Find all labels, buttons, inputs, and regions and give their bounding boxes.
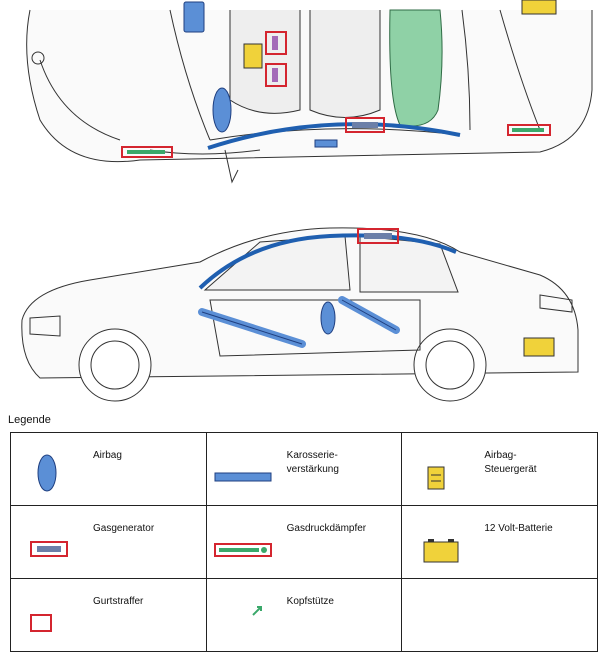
legend-cell-airbag: Airbag — [10, 432, 207, 506]
legend-cell-batterie: 12 Volt-Batterie — [401, 505, 598, 579]
vehicle-rescue-diagram — [21, 0, 593, 402]
legend-cell-row3a: Gurtstraffer — [10, 578, 207, 652]
battery-icon — [423, 539, 459, 563]
legend-cell-gasdruck: Gasdruckdämpfer — [205, 505, 403, 579]
legend-label-steuergeraet: Airbag- Steuergerät — [484, 450, 537, 475]
control-unit-icon — [427, 466, 445, 490]
car-side-view — [21, 227, 579, 402]
legend-cell-karosserie: Karosserie- verstärkung — [205, 432, 403, 506]
legend-label-gasdruck: Gasdruckdämpfer — [286, 523, 367, 534]
belt-tensioner-top-2 — [265, 63, 287, 87]
reinforcement-icon — [214, 472, 272, 482]
legend-label-row3a: Gurtstraffer — [93, 596, 144, 607]
gas-generator-icon — [30, 541, 68, 557]
legend-cell-steuergeraet: Airbag- Steuergerät — [401, 432, 598, 506]
damper-top-right — [507, 124, 551, 136]
legend-table: Airbag Karosserie- verstärkung Airbag- S… — [10, 432, 598, 652]
legend-label-karosserie: Karosserie- verstärkung — [286, 450, 339, 475]
airbag-icon — [37, 454, 57, 492]
legend-cell-gasgenerator: Gasgenerator — [10, 505, 207, 579]
damper-top-left — [121, 146, 173, 158]
gas-damper-icon — [213, 543, 272, 557]
car-top-view — [26, 9, 593, 184]
roof-reinforcement-top — [183, 1, 205, 33]
legend-cell-empty — [401, 578, 598, 652]
rear-seat-airbag-shape — [389, 9, 443, 127]
side-reinforcement-top — [207, 122, 461, 150]
legend-label-batterie: 12 Volt-Batterie — [484, 523, 553, 534]
generator-top-1 — [345, 117, 385, 133]
legend-title: Legende — [8, 414, 51, 426]
side-generator-roof — [357, 228, 399, 244]
side-roof-reinforcement — [198, 233, 457, 290]
legend-label-row3b: Kopfstütze — [286, 596, 334, 607]
battery-top — [521, 0, 557, 15]
front-airbag-top — [212, 87, 232, 133]
control-unit-top — [243, 43, 263, 69]
small-reinforcement-top — [314, 139, 338, 148]
belt-tensioner-top-1 — [265, 31, 287, 55]
side-airbag — [320, 301, 336, 335]
legend-label-gasgenerator: Gasgenerator — [93, 523, 155, 534]
battery-side — [523, 337, 555, 357]
legend-label-airbag: Airbag — [93, 450, 122, 461]
legend-cell-row3b: Kopfstütze — [205, 578, 403, 652]
